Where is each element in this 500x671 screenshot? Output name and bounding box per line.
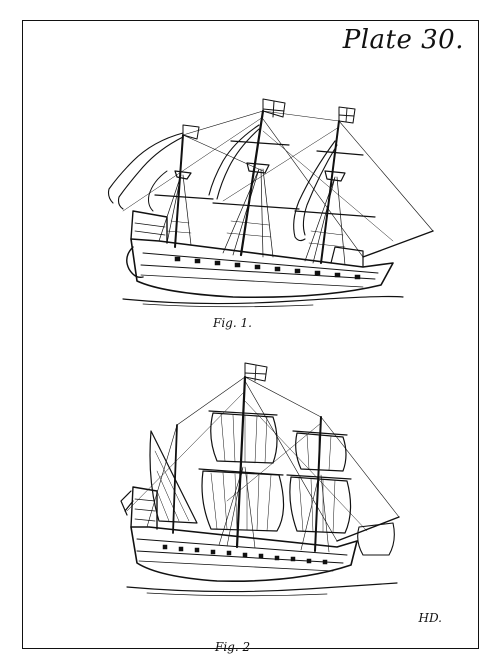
plate-frame: Plate 30. <box>22 20 479 653</box>
figure-1-caption: Fig. 1. <box>213 316 252 330</box>
ship-illustration-fig2 <box>120 362 400 597</box>
figure-2-caption: Fig. 2 <box>215 640 251 654</box>
ship-illustration-fig1 <box>107 98 434 308</box>
artist-monogram: HD. <box>418 611 442 625</box>
plate-title: Plate 30. <box>342 25 464 55</box>
